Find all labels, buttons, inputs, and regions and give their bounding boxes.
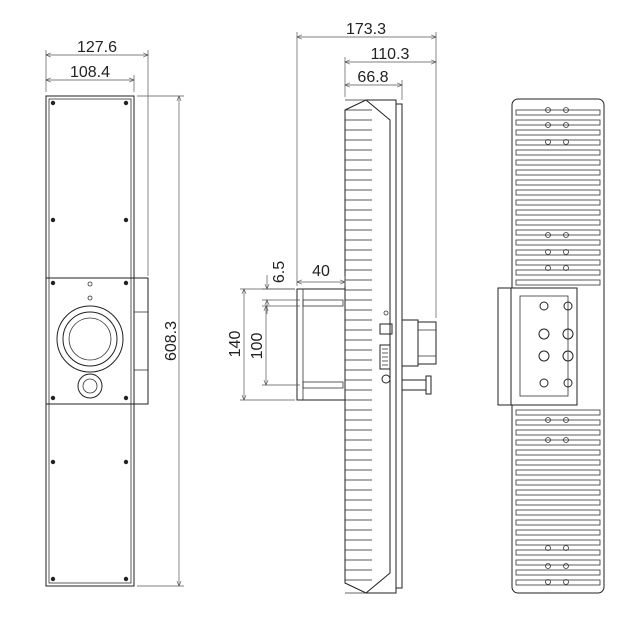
rear-hole — [545, 545, 551, 551]
rear-fin — [515, 229, 601, 236]
rear-fin — [515, 429, 601, 436]
rear-fin — [515, 269, 601, 276]
heatsink-body — [344, 99, 397, 594]
rear-hole — [563, 545, 569, 551]
rear-hole — [563, 107, 569, 113]
front-body-outline — [45, 95, 135, 587]
rear-fin — [515, 439, 601, 446]
dim-bracket-depth: 40 — [312, 263, 330, 280]
rear-hole — [545, 249, 551, 255]
rear-hole — [563, 437, 569, 443]
heatsink-fins — [345, 109, 372, 581]
rj45-port — [379, 323, 393, 335]
rear-fin — [515, 159, 601, 166]
dim-height: 608.3 — [163, 321, 180, 361]
rear-fins — [515, 107, 601, 586]
side-button — [381, 374, 391, 384]
front-view: 127.6 108.4 608.3 — [46, 39, 184, 586]
dim-depth-2: 110.3 — [371, 46, 410, 63]
rear-hole — [563, 232, 569, 238]
rear-fin — [515, 149, 601, 156]
rear-hole — [545, 122, 551, 128]
front-bracket-side — [133, 277, 149, 405]
rear-fin — [515, 539, 601, 546]
rear-fin — [515, 199, 601, 206]
rear-hole — [545, 563, 551, 569]
rear-fin — [515, 189, 601, 196]
rear-fin — [515, 219, 601, 226]
rear-fin — [515, 469, 601, 476]
rear-hole — [545, 232, 551, 238]
rear-fin — [515, 109, 601, 116]
rear-hole — [563, 139, 569, 145]
rear-fin — [515, 259, 601, 266]
rear-fin — [515, 129, 601, 136]
side-bracket — [296, 288, 346, 401]
cable-gland-outer — [77, 373, 103, 399]
rear-hole — [545, 579, 551, 585]
rear-fin — [515, 499, 601, 506]
rear-fin — [515, 489, 601, 496]
front-panel-outline — [48, 98, 132, 584]
rear-fin — [515, 479, 601, 486]
rear-fin — [515, 529, 601, 536]
rear-fin — [515, 139, 601, 146]
rear-hole — [563, 249, 569, 255]
rear-fin — [515, 249, 601, 256]
dim-total-depth: 173.3 — [346, 21, 386, 38]
rear-fin — [515, 119, 601, 126]
rear-fin — [515, 559, 601, 566]
rear-fin — [515, 209, 601, 216]
cable-gland-inner — [82, 378, 98, 394]
rear-fin — [515, 239, 601, 246]
rear-hole — [563, 265, 569, 271]
rear-fin — [515, 459, 601, 466]
lens-inner-ring — [68, 317, 112, 361]
rear-hole — [545, 107, 551, 113]
rear-fin — [515, 579, 601, 586]
dim-offset: 6.5 — [271, 261, 288, 283]
rear-bracket-side — [497, 287, 512, 406]
dim-depth-3: 66.8 — [357, 69, 388, 86]
dim-panel-width: 108.4 — [70, 64, 110, 81]
rear-bracket-holes — [538, 301, 574, 388]
front-glass — [365, 99, 391, 594]
side-view: 173.3 110.3 66.8 40 6.5 140 100 — [227, 21, 437, 594]
side-cable-gland — [401, 379, 427, 391]
rear-hole — [545, 417, 551, 423]
rear-fin — [515, 569, 601, 576]
dim-bracket-outer: 140 — [227, 331, 244, 358]
lens-outer-ring — [56, 305, 124, 373]
rear-hole — [563, 563, 569, 569]
lens-housing-inner — [401, 319, 419, 367]
dim-bracket-inner: 100 — [249, 333, 266, 360]
rear-fin — [515, 519, 601, 526]
rear-hole — [563, 579, 569, 585]
rear-hole — [563, 417, 569, 423]
rear-hole — [545, 139, 551, 145]
rear-hole — [545, 265, 551, 271]
front-screws — [50, 100, 129, 582]
rear-fin — [515, 169, 601, 176]
rear-hole — [563, 122, 569, 128]
rear-fin — [515, 449, 601, 456]
dim-overall-width: 127.6 — [77, 39, 117, 56]
rear-hole — [545, 437, 551, 443]
rear-fin — [515, 179, 601, 186]
rear-fin — [515, 549, 601, 556]
rear-fin — [515, 279, 601, 286]
rear-fin — [515, 409, 601, 416]
front-cover — [395, 103, 403, 589]
terminal-block — [379, 344, 391, 370]
lens-middle-ring — [62, 311, 118, 367]
front-mount-plate — [45, 277, 135, 405]
rear-fin — [515, 419, 601, 426]
rear-fin — [515, 509, 601, 516]
rear-view — [497, 98, 605, 594]
lens-housing-outer — [417, 321, 437, 365]
